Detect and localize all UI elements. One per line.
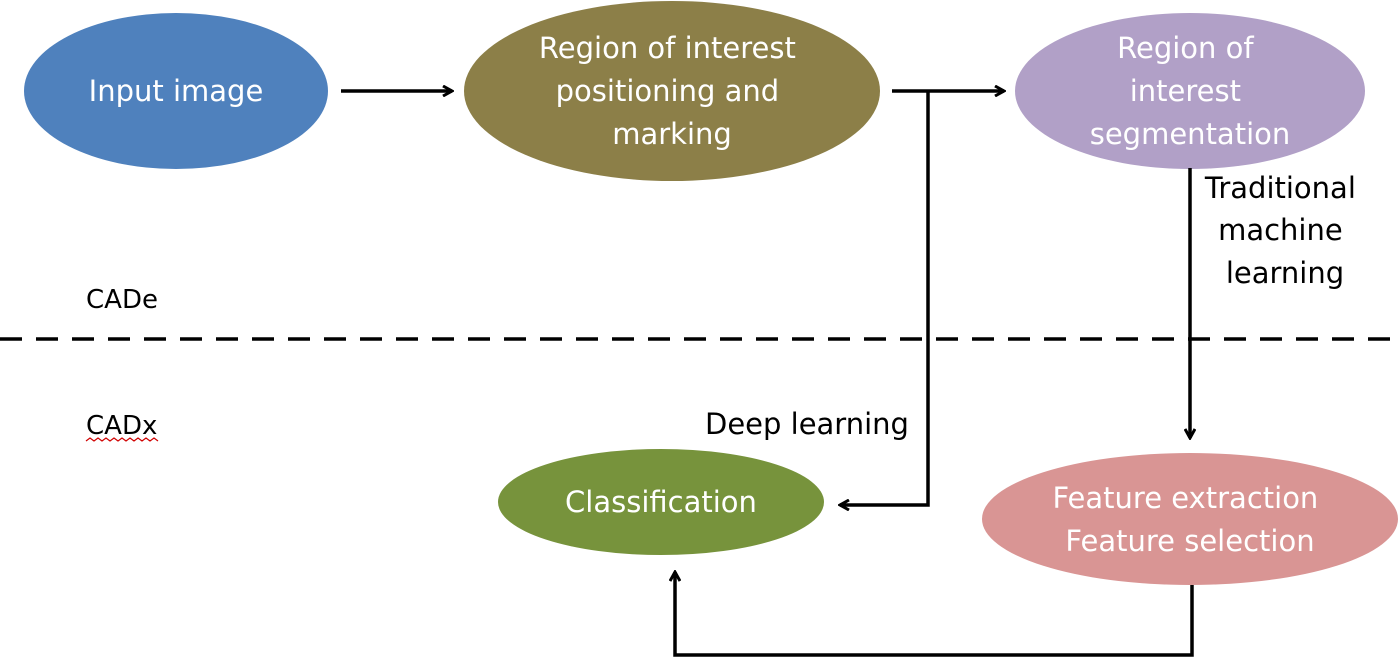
node-classification: Classification (498, 449, 824, 555)
node-classification-label: Classification (565, 485, 757, 519)
region-label-cade: CADe (86, 285, 158, 315)
node-feature: Feature extraction Feature selection (982, 453, 1398, 585)
edge-feature-to-classification (675, 572, 1194, 657)
node-feature-shape (982, 453, 1398, 585)
node-roi-segmentation: Region of interest segmentation (1015, 13, 1365, 169)
node-input-image-shape (24, 13, 328, 169)
node-roi-segmentation-label: Region of interest segmentation (1090, 31, 1291, 151)
node-feature-label: Feature extraction Feature selection (1052, 481, 1327, 558)
node-input-image: Input image (24, 13, 328, 169)
node-input-image-label: Input image (89, 74, 264, 108)
node-roi-positioning-label: Region of interest positioning and marki… (539, 31, 805, 151)
edge-label-deep-learning: Deep learning (705, 407, 909, 441)
region-label-cadx: CADx (86, 411, 157, 441)
node-roi-positioning-shape (464, 1, 880, 181)
spellcheck-underline (85, 437, 159, 442)
node-roi-positioning: Region of interest positioning and marki… (464, 1, 880, 181)
edge-label-traditional-ml: Traditional machine learning (1204, 171, 1365, 290)
edge-deep-learning (840, 91, 930, 505)
node-roi-segmentation-shape (1015, 13, 1365, 169)
node-classification-shape (498, 449, 824, 555)
